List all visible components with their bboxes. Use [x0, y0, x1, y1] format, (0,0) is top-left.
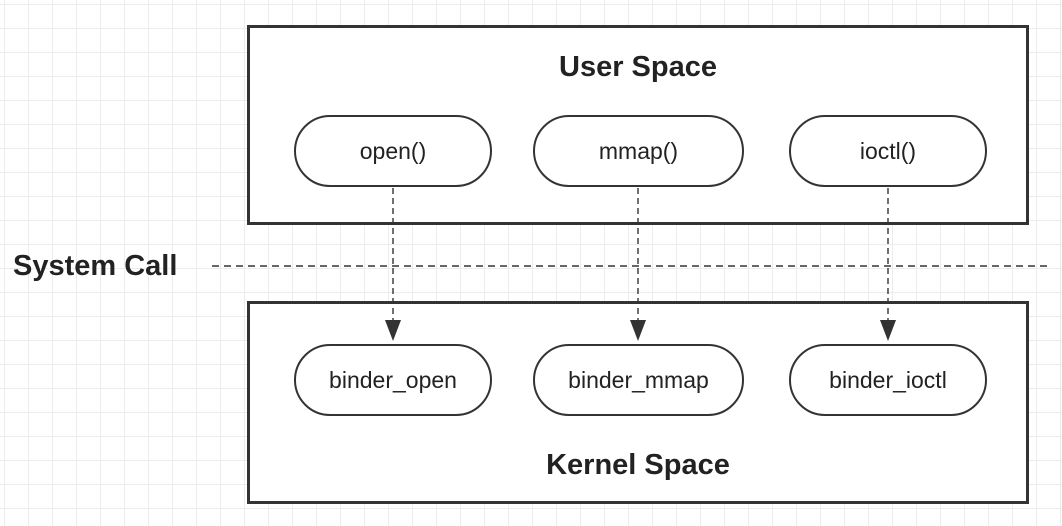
call-ioctl: ioctl(): [789, 115, 987, 187]
kernel-space-title: Kernel Space: [546, 449, 730, 481]
system-call-label: System Call: [13, 250, 178, 282]
call-mmap: mmap(): [533, 115, 744, 187]
user-space-title: User Space: [559, 51, 717, 83]
handler-binder-ioctl: binder_ioctl: [789, 344, 987, 416]
call-open: open(): [294, 115, 492, 187]
handler-binder-mmap: binder_mmap: [533, 344, 744, 416]
handler-binder-open: binder_open: [294, 344, 492, 416]
